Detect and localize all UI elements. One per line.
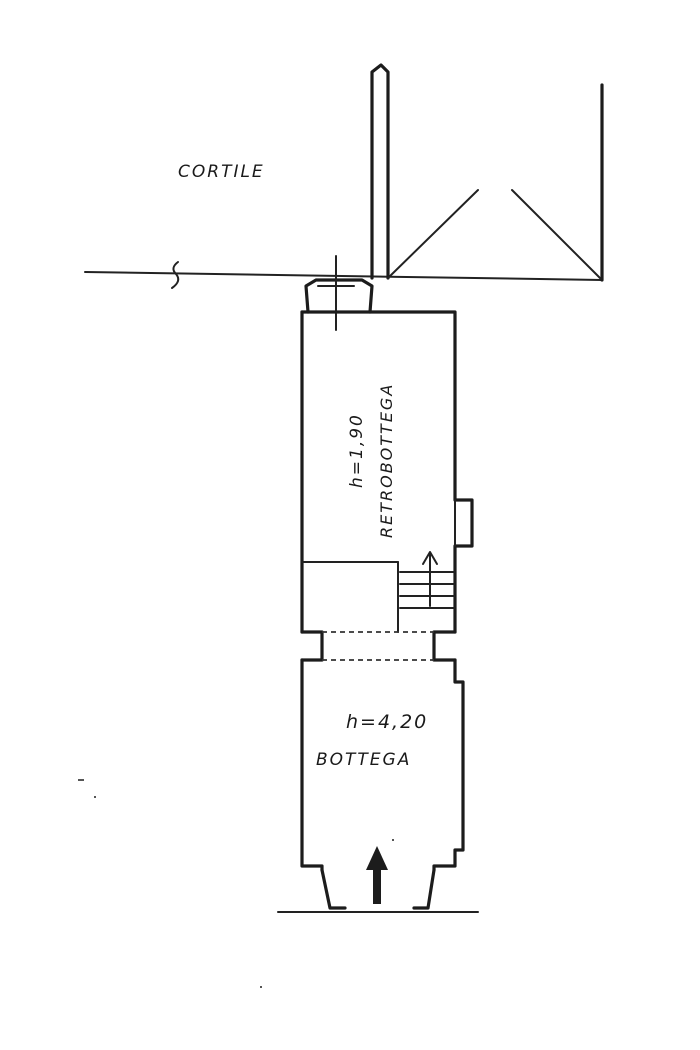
courtyard-boundary xyxy=(84,261,603,289)
shop-room xyxy=(300,658,465,872)
back-shop-room xyxy=(300,310,474,634)
back-shop-height: h=1,90 xyxy=(347,413,367,488)
arrow-up-icon xyxy=(366,846,388,904)
shop-height: h=4,20 xyxy=(346,711,428,733)
adjacent-building xyxy=(370,63,604,282)
back-shop-label: RETROBOTTEGA xyxy=(377,383,396,538)
courtyard-label: CORTILE xyxy=(178,162,265,182)
connecting-corridor xyxy=(300,630,457,662)
break-symbol xyxy=(171,261,180,289)
stairs-icon xyxy=(399,551,455,609)
back-passage xyxy=(304,255,374,331)
entrance xyxy=(277,868,479,913)
shop-label: BOTTEGA xyxy=(316,750,411,770)
scan-specks xyxy=(78,779,394,988)
